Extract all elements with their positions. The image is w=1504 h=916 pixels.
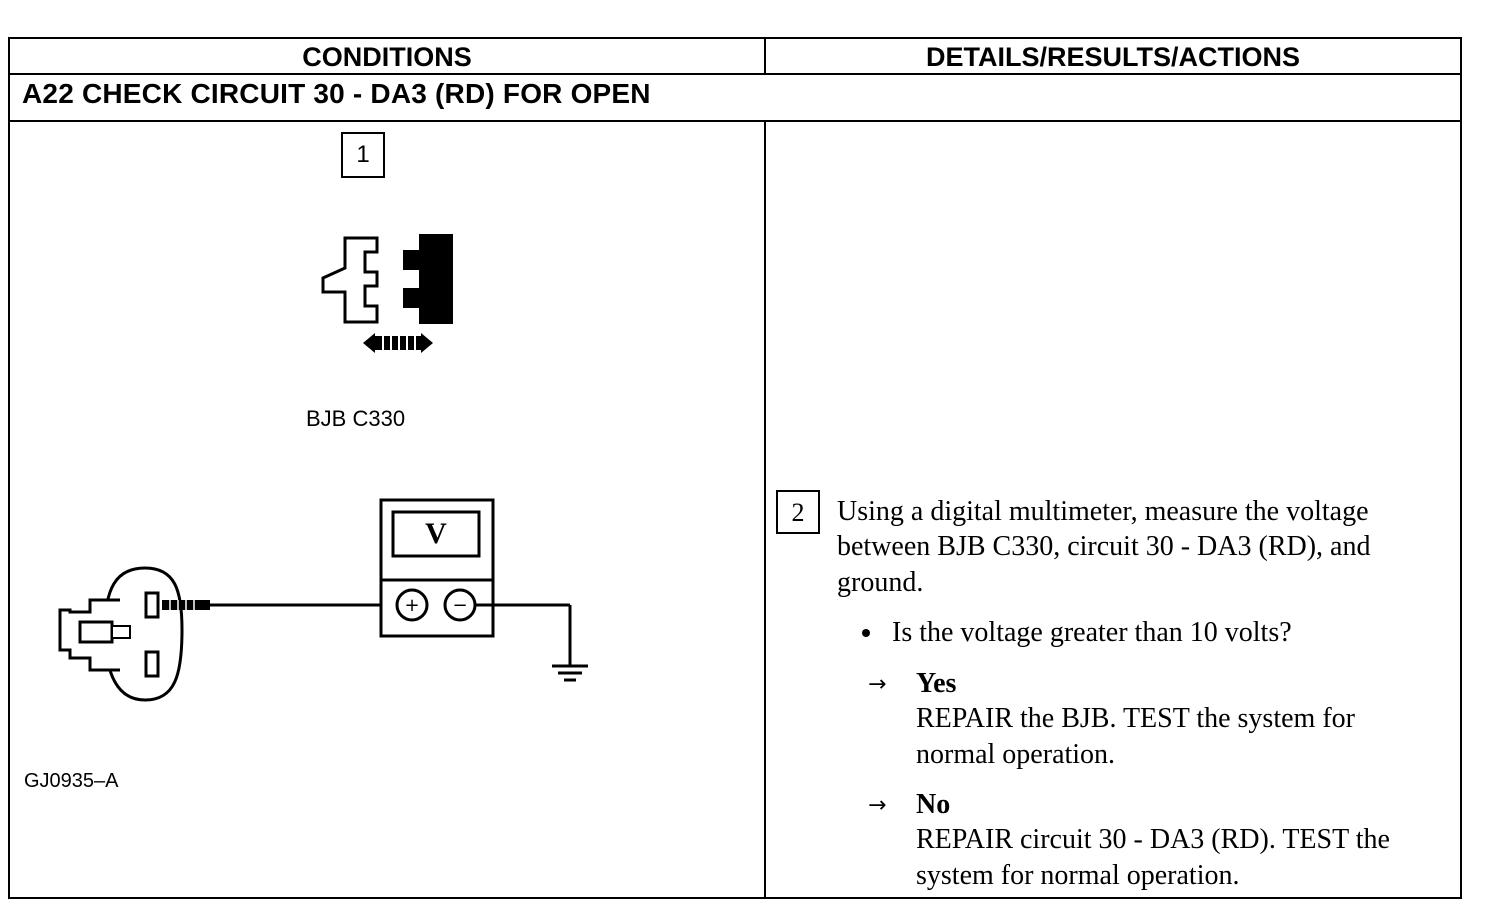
section-divider <box>10 120 1460 122</box>
yes-label: Yes <box>916 668 957 699</box>
yes-arrow-icon: → <box>868 672 887 697</box>
instruction-line-2: between BJB C330, circuit 30 - DA3 (RD),… <box>837 531 1371 562</box>
connector-label: BJB C330 <box>306 406 406 431</box>
instruction-line-3: ground. <box>837 567 924 598</box>
question-bullet <box>862 629 870 637</box>
step-1-number: 1 <box>356 141 370 168</box>
no-action-line-2: system for normal operation. <box>916 860 1240 891</box>
step-2-number: 2 <box>791 498 805 527</box>
meter-plus-terminal: + <box>404 595 420 616</box>
conditions-header: CONDITIONS <box>10 39 766 73</box>
yes-action-line-2: normal operation. <box>916 739 1116 770</box>
question-text: Is the voltage greater than 10 volts? <box>892 617 1292 648</box>
no-action-line-1: REPAIR circuit 30 - DA3 (RD). TEST the <box>916 824 1390 855</box>
column-divider <box>764 122 766 897</box>
no-arrow-icon: → <box>868 793 887 818</box>
no-label: No <box>916 789 951 820</box>
step-2-box: 2 <box>776 490 820 534</box>
details-header: DETAILS/RESULTS/ACTIONS <box>925 42 1300 72</box>
figure-id: GJ0935–A <box>24 770 119 792</box>
procedure-table: CONDITIONS DETAILS/RESULTS/ACTIONS A22 C… <box>8 37 1462 899</box>
instruction-line-1: Using a digital multimeter, measure the … <box>837 496 1369 527</box>
yes-action-line-1: REPAIR the BJB. TEST the system for <box>916 703 1355 734</box>
meter-minus-terminal: − <box>452 595 468 616</box>
step-1-box: 1 <box>341 132 385 178</box>
section-title: A22 CHECK CIRCUIT 30 - DA3 (RD) FOR OPEN <box>22 78 651 109</box>
connector-disconnect-icon <box>321 234 453 353</box>
multimeter-circuit-diagram <box>58 498 588 702</box>
meter-display-label: V <box>425 517 447 550</box>
header-divider <box>10 73 1460 75</box>
